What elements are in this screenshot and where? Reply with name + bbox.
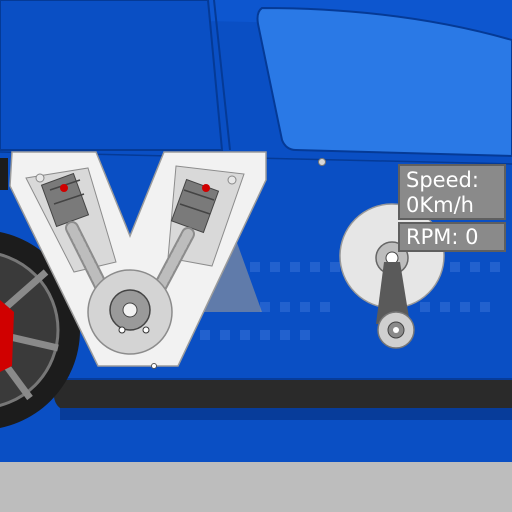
- speed-readout: Speed: 0Km/h: [398, 164, 506, 220]
- rpm-readout: RPM: 0: [398, 222, 506, 252]
- front-window: [0, 0, 224, 151]
- brake-caliper: [0, 300, 14, 372]
- right-cylinder: [147, 165, 245, 305]
- front-wheel: [0, 232, 80, 428]
- v-engine: [9, 151, 267, 369]
- pulley: [377, 311, 415, 349]
- rpm-value: 0: [465, 225, 479, 249]
- door-seam: [213, 0, 231, 151]
- left-piston-marker: [60, 184, 68, 192]
- speed-label: Speed:: [406, 168, 479, 192]
- door-screw: [318, 158, 326, 166]
- body-pattern: [200, 262, 500, 340]
- rpm-label: RPM:: [406, 225, 459, 249]
- speed-unit: Km/h: [419, 193, 474, 217]
- side-sill: [53, 380, 512, 408]
- ground: [0, 462, 512, 512]
- right-piston-marker: [202, 184, 210, 192]
- speed-value: 0: [406, 193, 420, 217]
- wheel-arch-edge: [0, 158, 8, 190]
- rear-window: [256, 6, 512, 158]
